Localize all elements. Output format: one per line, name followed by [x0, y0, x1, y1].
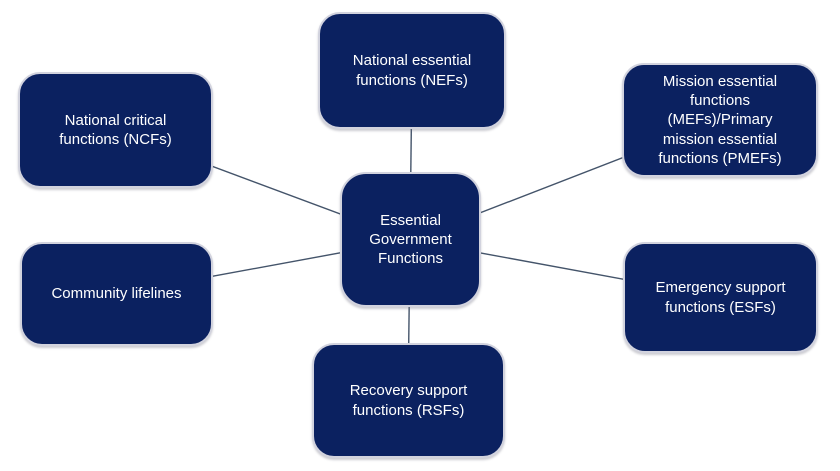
node-recovery-support-functions: Recovery support functions (RSFs)	[312, 343, 505, 458]
node-label: Community lifelines	[51, 285, 182, 303]
node-mission-essential-functions: Mission essential functions (MEFs)/Prima…	[622, 63, 818, 177]
node-label: Mission essential functions (MEFs)/Prima…	[658, 73, 782, 167]
node-essential-government-functions: Essential Government Functions	[340, 172, 481, 307]
node-community-lifelines: Community lifelines	[20, 242, 213, 346]
node-emergency-support-functions: Emergency support functions (ESFs)	[623, 242, 818, 353]
node-label: Emergency support functions (ESFs)	[655, 279, 786, 316]
node-label: National critical functions (NCFs)	[59, 111, 172, 148]
node-label: Recovery support functions (RSFs)	[349, 382, 468, 419]
node-label: National essential functions (NEFs)	[352, 52, 472, 89]
node-national-essential-functions: National essential functions (NEFs)	[318, 12, 506, 129]
node-national-critical-functions: National critical functions (NCFs)	[18, 72, 213, 188]
node-label: Essential Government Functions	[369, 211, 452, 268]
